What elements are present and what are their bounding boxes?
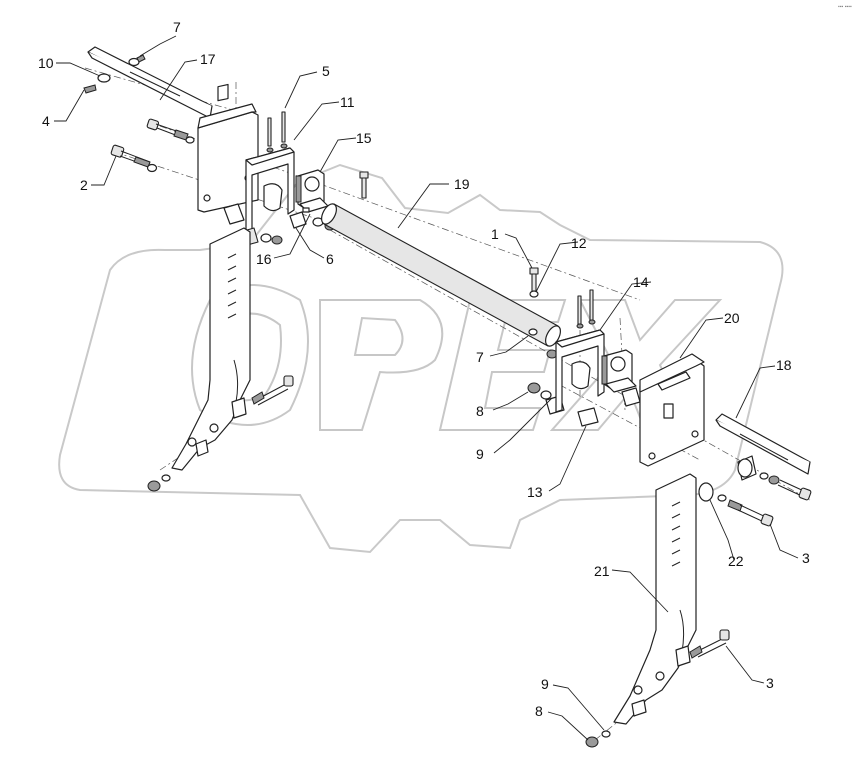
part-right-clamp	[601, 349, 637, 393]
part-18-strap	[715, 413, 811, 475]
part-5-screws	[266, 111, 288, 153]
part-left-bottom-nuts	[147, 474, 171, 492]
part-right-bottom-nuts	[585, 730, 611, 748]
callout-2: 2	[80, 177, 88, 193]
part-right-washers	[527, 328, 641, 427]
callout-13: 13	[527, 484, 543, 500]
parts	[83, 46, 812, 748]
part-bolt-left-arm	[251, 375, 294, 406]
callout-18: 18	[776, 357, 792, 373]
leader-lines	[54, 35, 799, 741]
callout-6: 6	[326, 251, 334, 267]
part-bolt-right-arm	[689, 629, 730, 659]
part-15-clamp	[295, 169, 329, 213]
callout-15: 15	[356, 130, 372, 146]
part-3-bolt	[727, 499, 774, 527]
part-4-screw	[83, 84, 97, 94]
callout-16: 16	[256, 251, 272, 267]
part-left-arm	[171, 227, 251, 471]
callout-10: 10	[38, 55, 54, 71]
callout-7: 7	[173, 19, 181, 35]
callout-8b: 8	[535, 703, 543, 719]
watermark-letter-p	[319, 299, 444, 431]
part-1-screw	[359, 171, 369, 199]
callout-14: 14	[633, 274, 649, 290]
callout-5: 5	[322, 63, 330, 79]
axis-line	[559, 384, 701, 461]
part-bolt-upper-left	[146, 118, 195, 144]
part-1-screw-right	[529, 267, 539, 298]
callout-9b: 9	[541, 676, 549, 692]
part-7-washer	[128, 54, 146, 67]
callout-20: 20	[724, 310, 740, 326]
part-22-spacers	[698, 455, 812, 502]
axis-line	[329, 229, 811, 501]
part-14-yoke	[555, 329, 605, 413]
part-17-strap	[87, 46, 213, 119]
callout-9: 9	[476, 446, 484, 462]
part-left-bracket-plate	[197, 83, 259, 213]
part-10-washer	[97, 73, 111, 83]
callout-12: 12	[571, 235, 587, 251]
callout-3: 3	[802, 550, 810, 566]
part-19-tube	[321, 203, 561, 347]
part-right-screws	[576, 289, 596, 329]
callout-labels: 7 10 17 4 5 11 2 15 19 16 6 1 12 14 7 20…	[38, 19, 810, 719]
callout-7b: 7	[476, 349, 484, 365]
callout-3b: 3	[766, 675, 774, 691]
watermark-letter-e	[438, 299, 567, 431]
part-20-bracket-plate	[639, 353, 705, 467]
part-21-arm	[613, 473, 697, 725]
callout-1: 1	[491, 226, 499, 242]
part-2-bolt	[110, 144, 158, 173]
corner-code: ▪▪▪ ▪▪▪▪	[838, 4, 852, 10]
callout-17: 17	[200, 51, 216, 67]
callout-19: 19	[454, 176, 470, 192]
callout-11: 11	[340, 94, 355, 110]
callout-22: 22	[728, 553, 744, 569]
callout-21: 21	[594, 563, 610, 579]
callout-4: 4	[42, 113, 50, 129]
callout-8: 8	[476, 403, 484, 419]
